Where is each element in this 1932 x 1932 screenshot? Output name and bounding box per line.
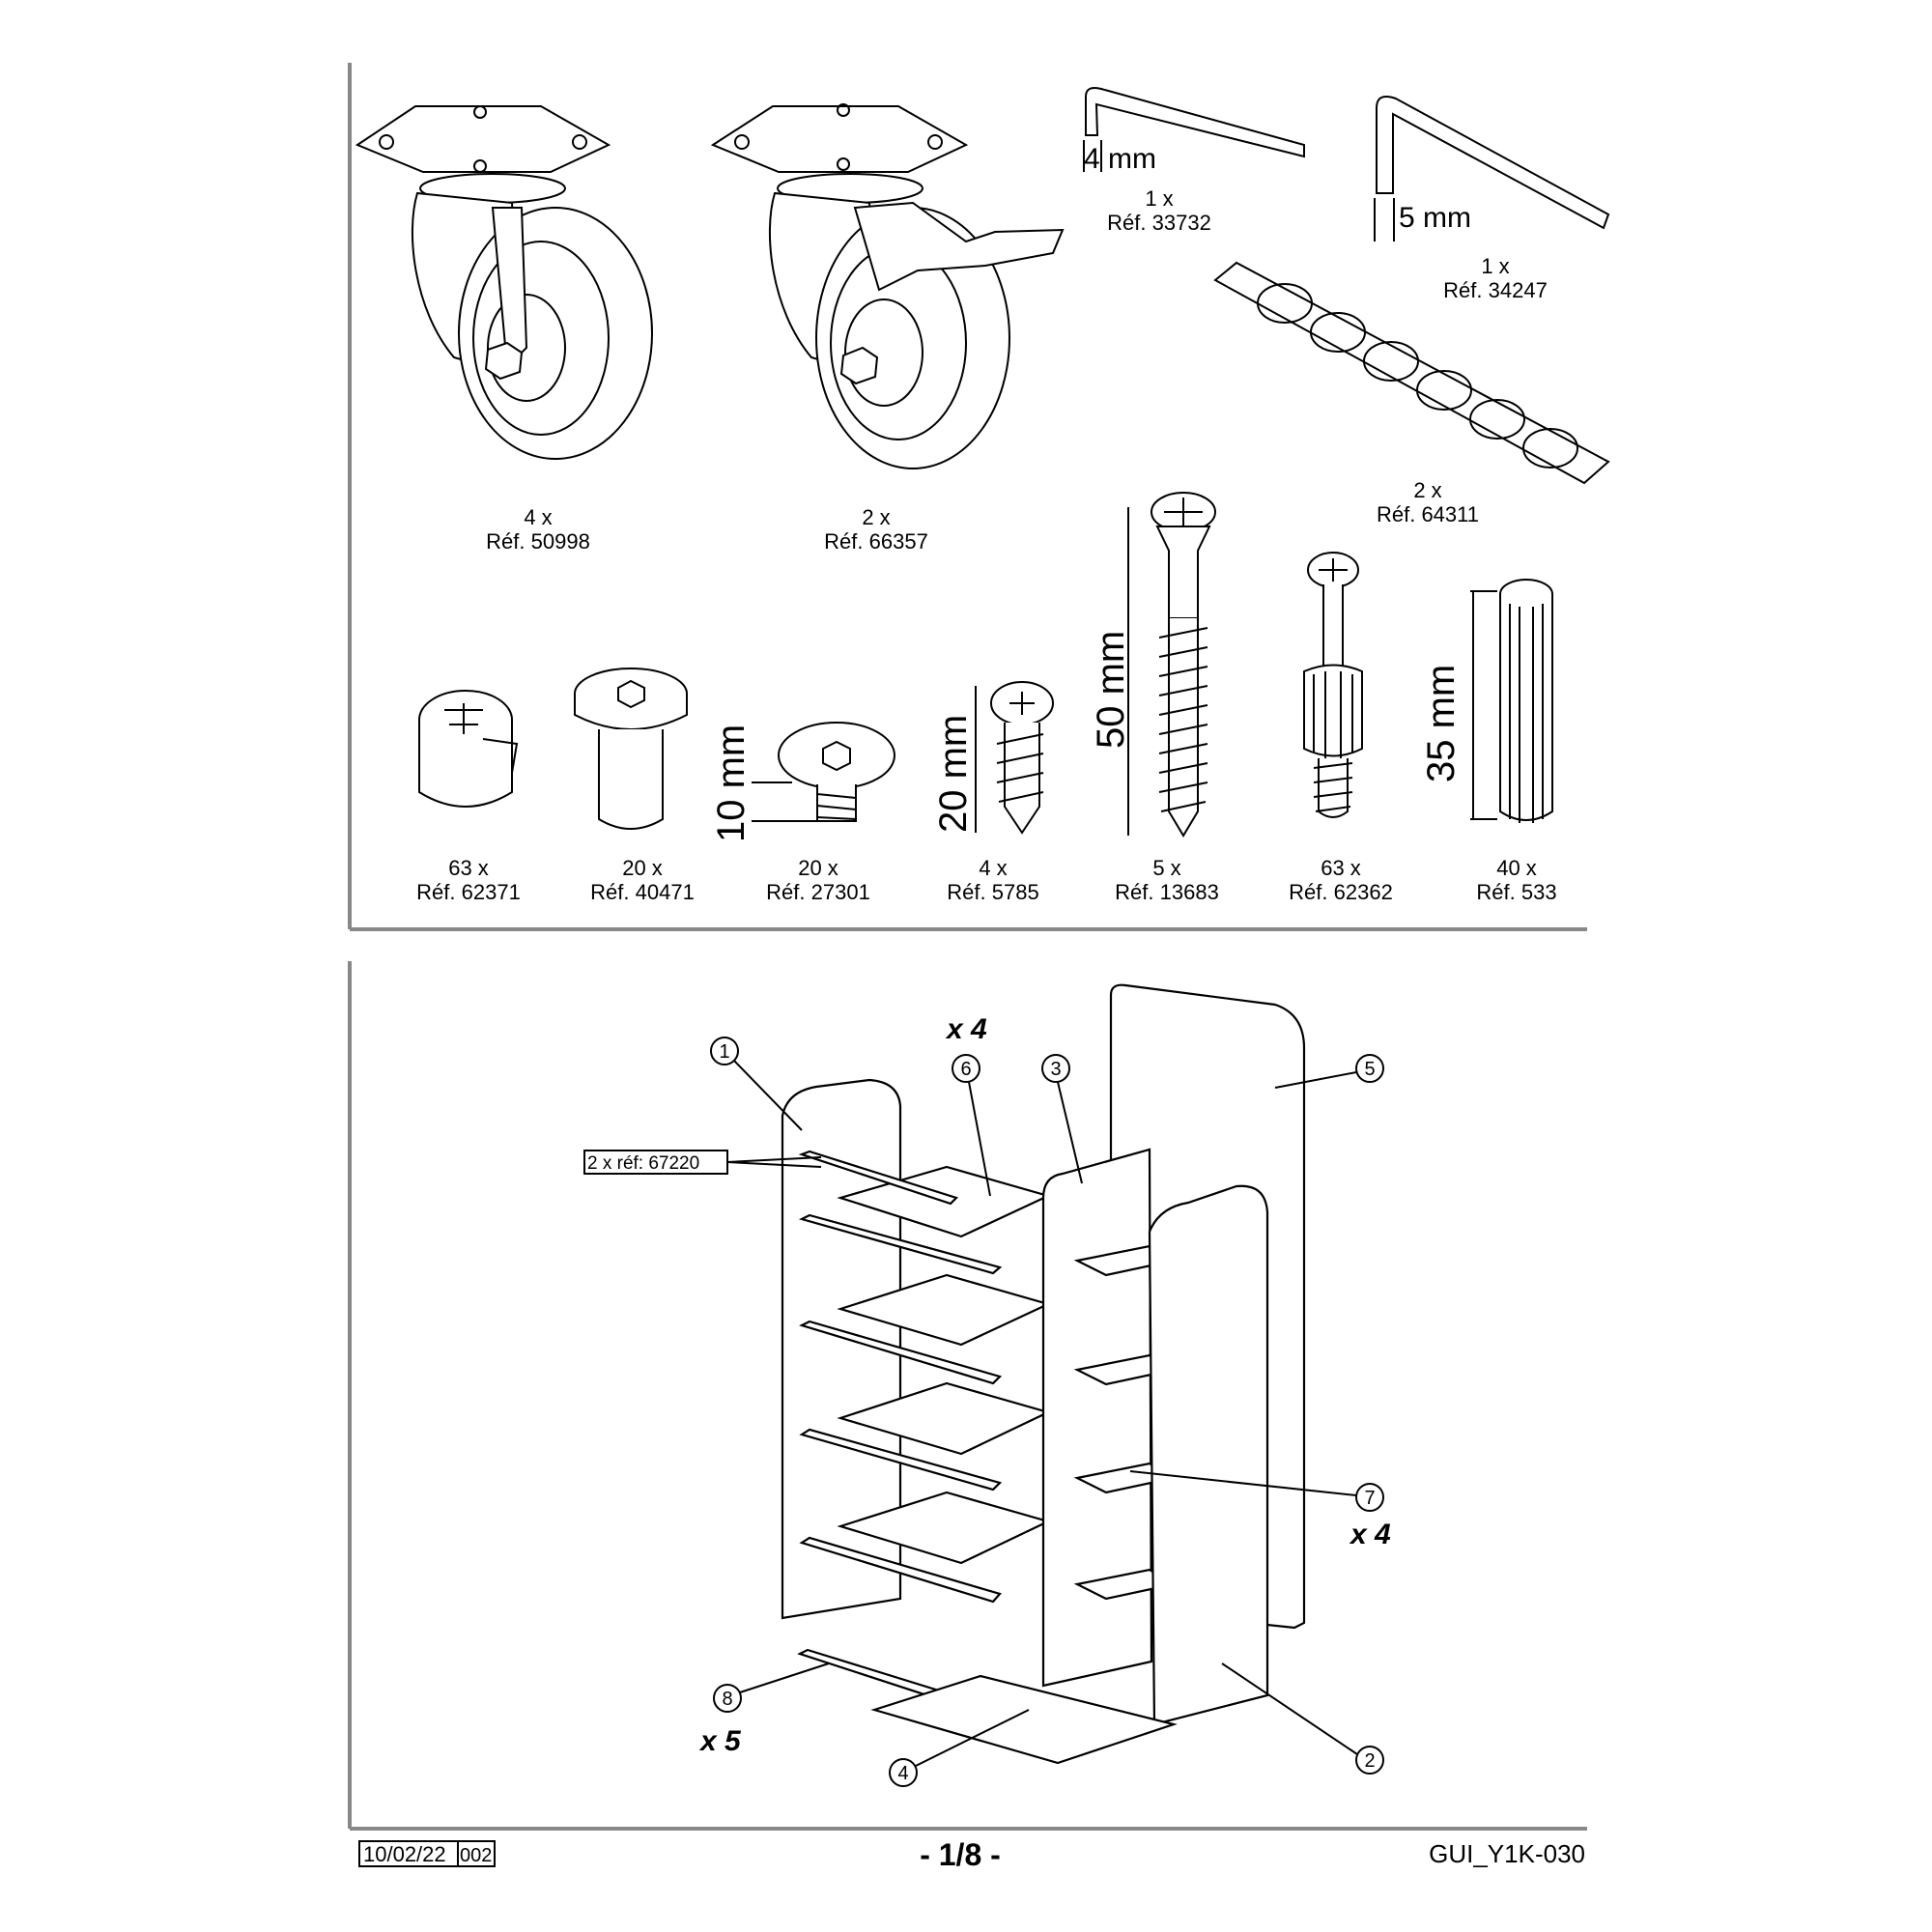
callout-3: 3 xyxy=(1041,1054,1083,1184)
callout-7: 7 xyxy=(1129,1470,1384,1512)
document-code: GUI_Y1K-030 xyxy=(1429,1839,1585,1868)
allen-key-4-qty: 1 x xyxy=(1145,186,1173,211)
cam-lock-ref: Réf. 62371 xyxy=(416,880,521,904)
cam-bolt-qty: 63 x xyxy=(1321,856,1361,880)
footer-date: 10/02/22 xyxy=(363,1842,446,1866)
svg-text:2: 2 xyxy=(1364,1750,1375,1772)
hex-bolt-ref: Réf. 27301 xyxy=(766,880,870,904)
allen-key-4-illustration xyxy=(1083,87,1305,172)
allen-key-5-dimension: 5 mm xyxy=(1399,202,1471,234)
screw-50-dimension: 50 mm xyxy=(1090,631,1132,749)
callout-2: 2 xyxy=(1221,1662,1384,1775)
felt-pads-qty: 2 x xyxy=(1413,478,1441,502)
assembly-exploded-view xyxy=(781,983,1306,1765)
barrel-nut-qty: 20 x xyxy=(622,856,663,880)
allen-key-4-ref: Réf. 33732 xyxy=(1107,211,1211,235)
callout-5: 5 xyxy=(1274,1054,1384,1089)
screw-20-illustration xyxy=(975,681,1054,835)
cam-lock-qty: 63 x xyxy=(448,856,489,880)
callout-6: 6 xyxy=(952,1054,991,1197)
caster-swivel-ref: Réf. 50998 xyxy=(486,529,590,554)
svg-text:1: 1 xyxy=(719,1041,729,1063)
rail-8-multiplier: x 5 xyxy=(698,1725,742,1757)
dowel-qty: 40 x xyxy=(1496,856,1537,880)
svg-text:3: 3 xyxy=(1050,1059,1061,1080)
shelf-7-multiplier: x 4 xyxy=(1349,1519,1391,1550)
hex-bolt-qty: 20 x xyxy=(798,856,838,880)
svg-text:5: 5 xyxy=(1364,1059,1375,1080)
svg-text:6: 6 xyxy=(960,1059,971,1080)
page-number: - 1/8 - xyxy=(920,1837,1001,1872)
footer-date-box: 10/02/22 002 xyxy=(358,1840,496,1867)
allen-key-5-illustration xyxy=(1374,96,1610,242)
dowel-ref: Réf. 533 xyxy=(1476,880,1556,904)
ref-67220-label: 2 x réf: 67220 xyxy=(583,1150,822,1175)
allen-key-5-ref: Réf. 34247 xyxy=(1443,278,1548,302)
screw-50-ref: Réf. 13683 xyxy=(1115,880,1219,904)
screw-50-illustration xyxy=(1127,492,1216,838)
barrel-nut-ref: Réf. 40471 xyxy=(590,880,695,904)
shelf-6-multiplier: x 4 xyxy=(945,1013,987,1045)
screw-20-ref: Réf. 5785 xyxy=(947,880,1038,904)
caster-swivel-qty: 4 x xyxy=(524,505,552,529)
callout-4: 4 xyxy=(889,1709,1030,1787)
hex-bolt-dimension: 10 mm xyxy=(710,724,753,842)
cam-bolt-ref: Réf. 62362 xyxy=(1289,880,1393,904)
dowel-dimension: 35 mm xyxy=(1420,665,1463,782)
footer-revision: 002 xyxy=(460,1845,492,1866)
barrel-nut-illustration xyxy=(574,668,688,830)
callout-1: 1 xyxy=(710,1037,803,1131)
caster-brake-illustration xyxy=(710,103,1065,469)
caster-brake-ref: Réf. 66357 xyxy=(824,529,928,554)
callout-8: 8 xyxy=(713,1662,830,1713)
felt-pads-illustration xyxy=(1213,261,1610,485)
svg-text:7: 7 xyxy=(1364,1488,1375,1509)
allen-key-4-dimension: 4 mm xyxy=(1084,143,1156,175)
dowel-illustration xyxy=(1470,579,1553,823)
svg-text:4: 4 xyxy=(897,1763,908,1784)
cam-lock-illustration xyxy=(418,690,519,808)
caster-swivel-illustration xyxy=(355,105,653,460)
hex-bolt-illustration xyxy=(752,722,895,822)
svg-text:8: 8 xyxy=(722,1689,732,1710)
caster-brake-qty: 2 x xyxy=(862,505,890,529)
screw-20-dimension: 20 mm xyxy=(932,715,975,833)
screw-50-qty: 5 x xyxy=(1152,856,1180,880)
allen-key-5-qty: 1 x xyxy=(1481,254,1509,278)
svg-text:2 x réf: 67220: 2 x réf: 67220 xyxy=(587,1153,699,1174)
page-frame xyxy=(348,63,1587,1831)
cam-bolt-illustration xyxy=(1303,552,1363,818)
screw-20-qty: 4 x xyxy=(979,856,1007,880)
felt-pads-ref: Réf. 64311 xyxy=(1377,502,1479,526)
